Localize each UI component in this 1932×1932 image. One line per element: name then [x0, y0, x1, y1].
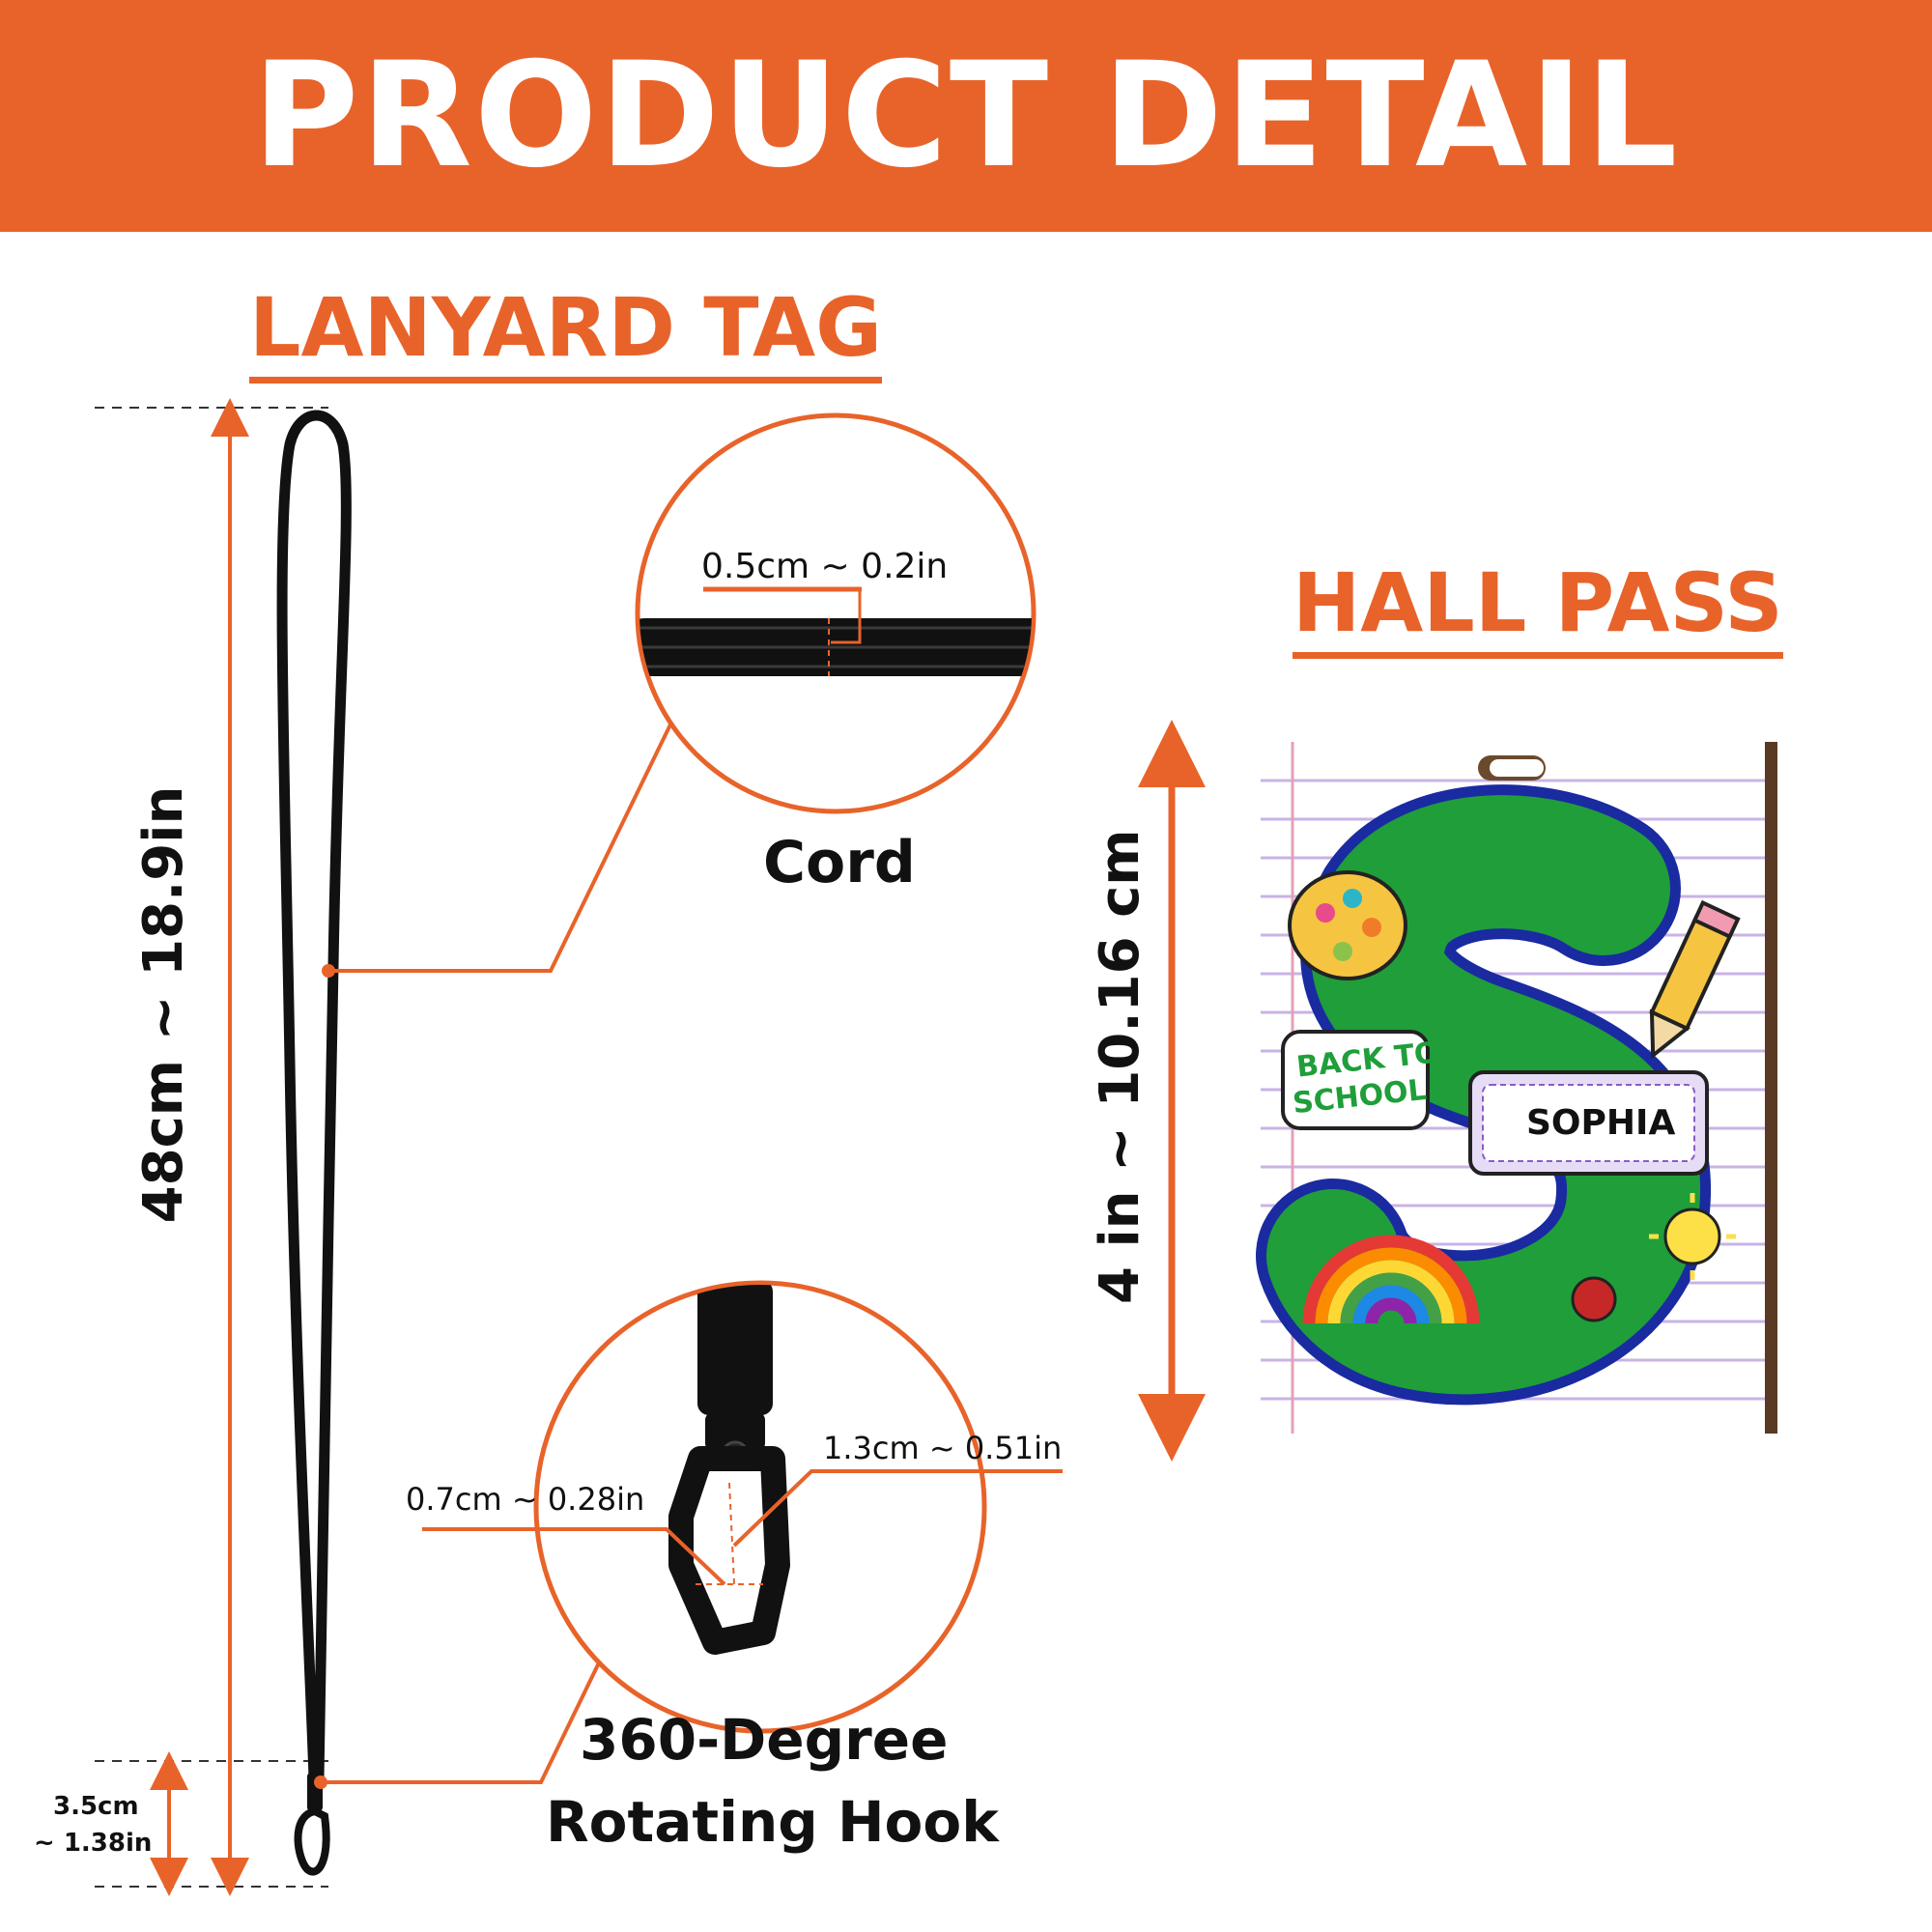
hook-segment-length-line1: 3.5cm	[53, 1792, 139, 1821]
back-to-school-sticker	[1281, 1030, 1430, 1130]
hook-length-label: 1.3cm ~ 0.51in	[823, 1430, 1063, 1466]
cord-label: Cord	[763, 829, 916, 896]
palette-icon	[1288, 870, 1407, 980]
header-banner	[0, 0, 1932, 232]
hook-label-line2: Rotating Hook	[546, 1789, 999, 1855]
hook-width-label: 0.7cm ~ 0.28in	[406, 1481, 645, 1518]
hall-pass-card	[1256, 742, 1777, 1434]
cord-zoom-circle	[635, 412, 1037, 814]
cord-width-label: 0.5cm ~ 0.2in	[701, 547, 949, 586]
page-title: PRODUCT DETAIL	[252, 32, 1680, 200]
sun-icon	[1649, 1193, 1736, 1280]
flower-icon	[1571, 1276, 1617, 1322]
lanyard-dimension-guides	[95, 407, 328, 1888]
hall-pass-section-title: HALL PASS	[1293, 555, 1783, 659]
hook-label-line1: 360-Degree	[580, 1707, 949, 1773]
hall-pass-name: SOPHIA	[1526, 1103, 1676, 1143]
lanyard-section-title: LANYARD TAG	[249, 280, 883, 384]
cord-callout-line	[328, 722, 673, 973]
lanyard-length-label: 48cm ~ 18.9in	[132, 785, 195, 1224]
lanyard-cord	[276, 410, 352, 1783]
hook-segment-length-line2: ~ 1.38in	[34, 1829, 153, 1858]
hall-pass-height-label: 4 in ~ 10.16 cm	[1089, 829, 1151, 1304]
pencil-icon	[1649, 899, 1741, 1060]
hook-zoom-circle	[533, 1280, 987, 1734]
hook-callout-line	[321, 1622, 620, 1784]
rainbow-icon	[1302, 1235, 1480, 1324]
